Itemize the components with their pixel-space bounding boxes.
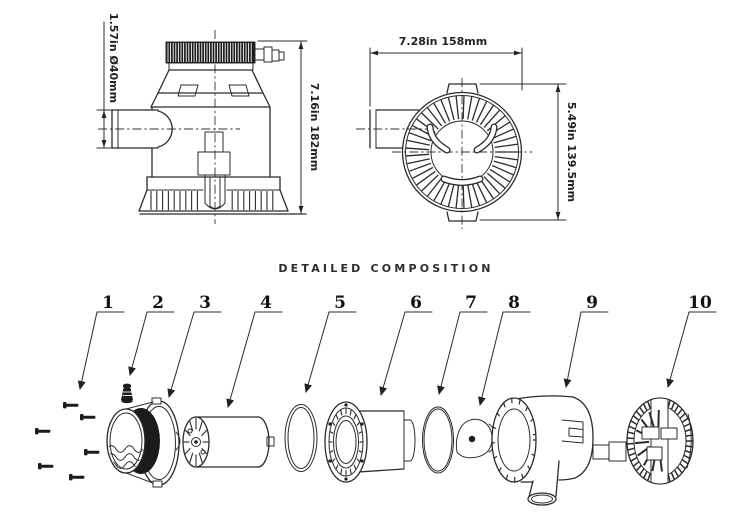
vent-slot-right (228, 84, 250, 97)
dim-pipe-diameter-label: 1.57in Ø40mm (107, 13, 120, 103)
part-4-motor (182, 416, 275, 468)
side-view: 1.57in Ø40mm 7.16in 182mm (96, 13, 321, 224)
dimension-total-height: 7.16in 182mm (257, 40, 321, 215)
strainer-outline (401, 91, 523, 213)
part-1-screws (35, 402, 100, 481)
section-title: DETAILED COMPOSITION (278, 262, 493, 275)
part-number-9: 9 (586, 293, 598, 313)
dim-width-label: 7.28in 158mm (399, 35, 487, 48)
part-8-impeller-disc (455, 418, 496, 459)
part-2-screw (121, 383, 133, 404)
dim-total-height-label: 7.16in 182mm (308, 83, 321, 171)
dimension-width: 7.28in 158mm (369, 35, 523, 107)
leader-lines (77, 311, 717, 408)
vent-slot-left (177, 84, 199, 97)
exploded-view: 1 2 3 4 5 6 7 8 9 10 (35, 293, 717, 506)
dim-body-height-label: 5.49in 139.5mm (565, 102, 578, 202)
hose-connector (592, 441, 627, 462)
part-10-strainer-base (626, 397, 694, 485)
part-number-3: 3 (199, 293, 211, 313)
part-7-o-ring (422, 406, 454, 474)
part-number-6: 6 (410, 293, 422, 313)
part-number-8: 8 (508, 293, 520, 313)
part-6-impeller-housing (324, 401, 416, 483)
inner-slots (426, 123, 498, 186)
top-view: 7.28in 158mm 5.49in 139.5mm (356, 35, 578, 229)
part-9-pump-body (491, 395, 594, 506)
mount-tab-top (446, 83, 479, 94)
part-number-10: 10 (688, 293, 712, 313)
vent-nipple (254, 46, 285, 63)
part-3-motor-cap (106, 397, 181, 488)
part-5-o-ring (284, 404, 318, 472)
part-number-5: 5 (334, 293, 346, 313)
part-number-labels: 1 2 3 4 5 6 7 8 9 10 (102, 293, 712, 313)
strainer-base-side (138, 174, 307, 215)
cap-striped-band (166, 42, 255, 63)
dimension-pipe-diameter: 1.57in Ø40mm (96, 13, 123, 149)
part-number-1: 1 (102, 293, 114, 313)
part-number-7: 7 (465, 293, 477, 313)
dimension-body-height: 5.49in 139.5mm (479, 83, 578, 221)
mount-tab-bottom (446, 211, 479, 222)
part-number-4: 4 (260, 293, 272, 313)
part-number-2: 2 (152, 293, 164, 313)
outlet-pipe-top (369, 109, 420, 149)
